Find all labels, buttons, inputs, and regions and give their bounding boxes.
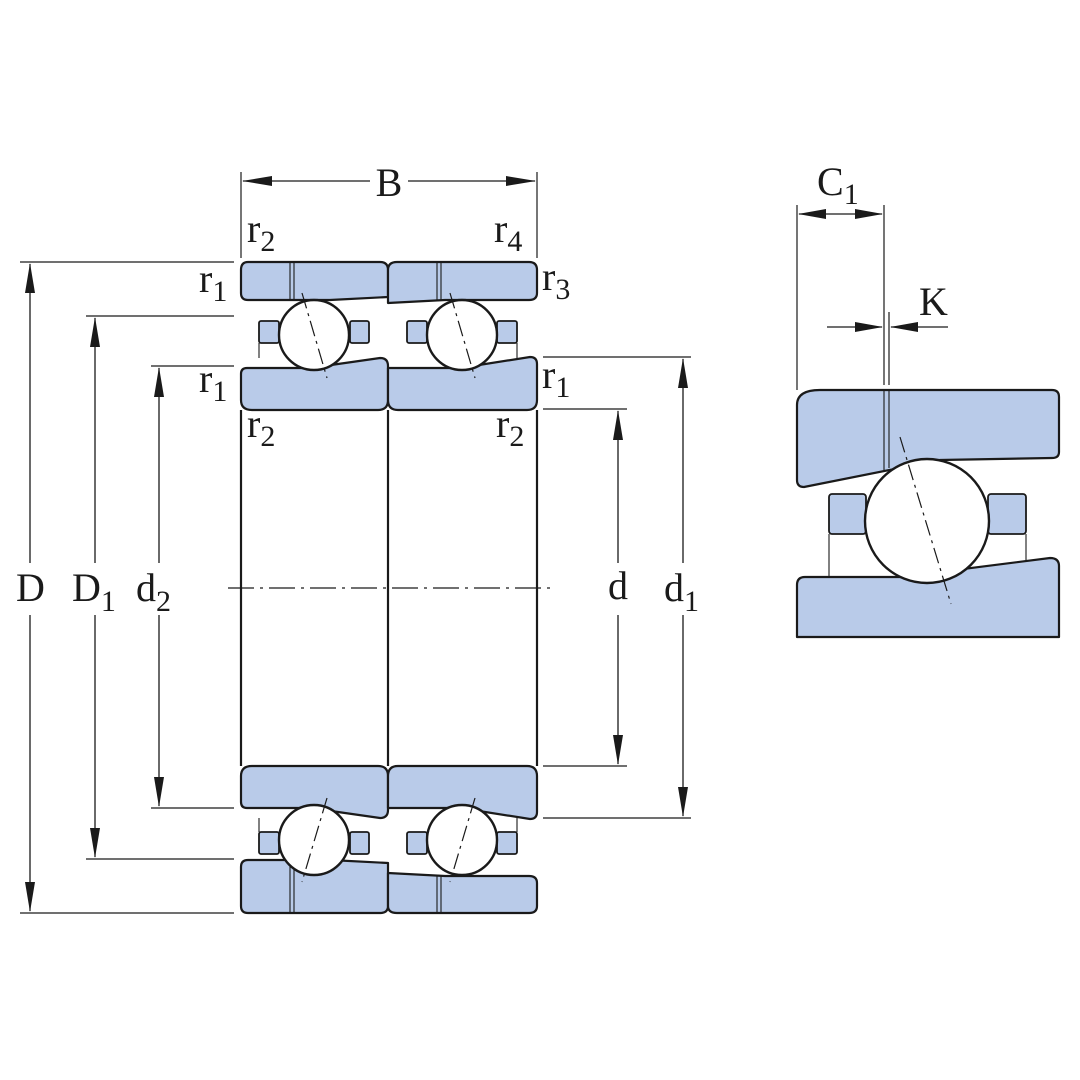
cage-right [496, 831, 518, 855]
cage-right [349, 831, 370, 855]
label-d-outer: D [16, 565, 45, 610]
cage-right [496, 320, 518, 344]
label-r2-mid-right: r2 [496, 401, 524, 453]
bore-arrow-bottom [613, 735, 623, 765]
label-r3: r3 [542, 254, 570, 306]
bore-arrow-top [613, 410, 623, 440]
contact-angle-line [301, 292, 328, 379]
label-r4: r4 [494, 206, 522, 258]
b-arrow-right [506, 176, 536, 186]
detail-contact-angle-line [899, 436, 952, 605]
inner-ring [239, 764, 390, 820]
inner-ring [386, 355, 539, 412]
label-d1: d1 [664, 565, 699, 618]
b-arrow-left [242, 176, 272, 186]
cage-left [258, 831, 280, 855]
cage-left [258, 320, 280, 344]
c1-arrow-right [855, 209, 883, 219]
label-b: B [376, 160, 403, 205]
bearing-pair-section [228, 260, 552, 915]
outer-ring [386, 260, 539, 305]
inner-ring [239, 356, 390, 412]
d1-outer-arrow-bottom [90, 828, 100, 858]
detail-ball [863, 457, 991, 585]
detail-outer-ring [795, 388, 1061, 489]
d-outer-arrow-bottom [25, 882, 35, 912]
detail-cage-right [987, 493, 1027, 535]
cage-right [349, 320, 370, 344]
outer-ring [239, 260, 390, 302]
bearing-bottom-right [386, 764, 539, 915]
detail-inner-ring [795, 556, 1061, 639]
d-outer-arrow-top [25, 263, 35, 293]
contact-angle-line [301, 797, 328, 883]
k-arrow-left [855, 322, 883, 332]
d1-arrow-top [678, 358, 688, 388]
label-r2-mid-left: r2 [247, 401, 275, 453]
label-r2-top-left: r2 [247, 206, 275, 258]
label-r1-mid-right: r1 [542, 352, 570, 404]
label-k: K [919, 279, 948, 324]
bearing-bottom-left [239, 764, 390, 915]
bearing-top-left [239, 260, 390, 412]
contact-angle-line [449, 797, 476, 883]
inner-ring [386, 764, 539, 821]
cage-left [406, 831, 428, 855]
d2-arrow-bottom [154, 777, 164, 807]
label-r1-top-left: r1 [199, 256, 227, 308]
label-d1-outer: D1 [72, 565, 116, 618]
contact-angle-line [449, 292, 476, 379]
bearing-top-right [386, 260, 539, 412]
d1-outer-arrow-top [90, 317, 100, 347]
label-bore-d: d [608, 563, 628, 608]
label-r1-mid-left: r1 [199, 356, 227, 408]
label-d2: d2 [136, 565, 171, 618]
k-arrow-right [890, 322, 918, 332]
d1-arrow-bottom [678, 787, 688, 817]
dimensions [20, 172, 691, 914]
cage-left [406, 320, 428, 344]
c1-arrow-left [798, 209, 826, 219]
detail-cage-left [828, 493, 867, 535]
outer-ring [386, 871, 539, 915]
label-c1: C1 [817, 159, 859, 211]
d2-arrow-top [154, 367, 164, 397]
dimension-labels: B D D1 d2 d d1 r2 r4 r1 r3 r1 [16, 159, 948, 618]
detail-view [795, 205, 1061, 639]
